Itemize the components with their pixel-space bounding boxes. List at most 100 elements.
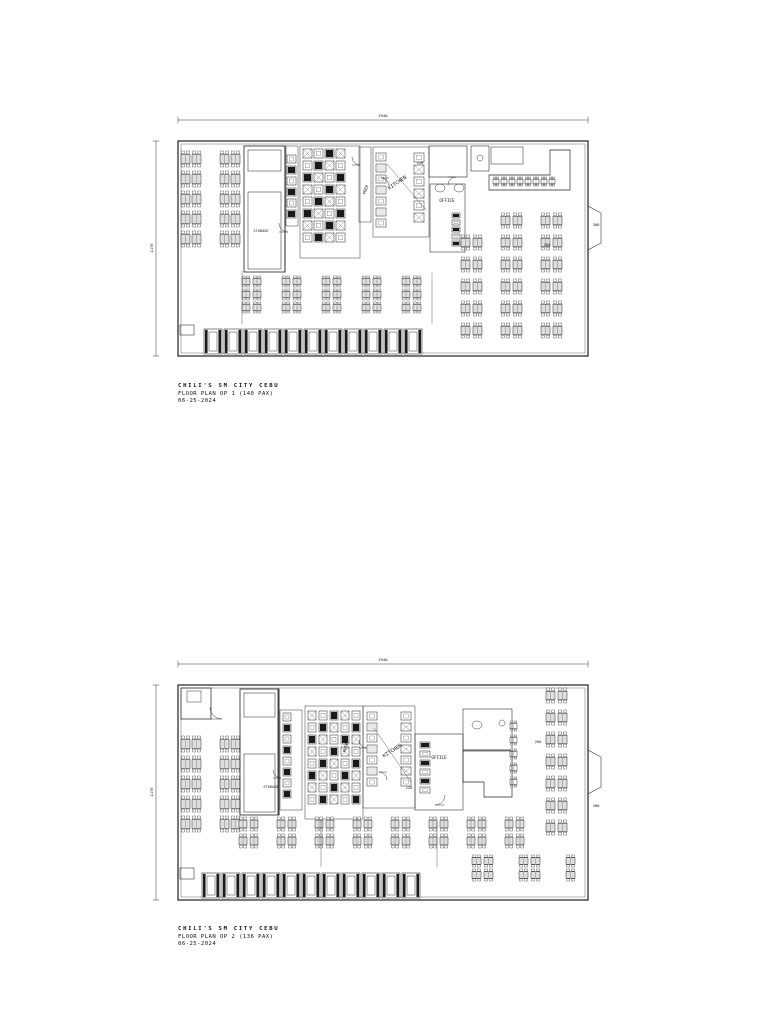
project-title: CHILI'S SM CITY CEBU — [178, 383, 280, 389]
chair-icon — [509, 828, 513, 832]
equipment-box — [329, 734, 339, 745]
kitchen-equipment-icon — [419, 750, 431, 758]
chair-icon — [192, 748, 196, 753]
chair-icon — [282, 297, 286, 301]
chair-icon — [239, 816, 243, 820]
chair-icon — [513, 757, 517, 760]
chair-icon — [528, 176, 531, 179]
table-set-icon — [191, 735, 202, 753]
chair-icon — [277, 833, 281, 837]
chair-icon — [413, 310, 417, 314]
chair-icon — [471, 833, 475, 837]
equipment-box — [375, 196, 387, 206]
equipment-inner-box — [369, 735, 375, 741]
chair-icon — [558, 322, 562, 326]
chair-icon — [558, 700, 562, 704]
chair-icon — [501, 234, 505, 238]
equipment-inner-box — [320, 785, 326, 790]
chair-icon — [220, 735, 224, 740]
equipment-cross-line — [400, 766, 412, 776]
kitchen-zone — [299, 145, 361, 259]
kitchen-center-zone — [372, 146, 430, 238]
equipment-cross-line — [318, 770, 328, 781]
table-set-icon — [483, 854, 494, 868]
door-swing-icon — [272, 769, 282, 779]
booth-back — [396, 873, 400, 898]
chair-icon — [315, 833, 319, 837]
chair-icon — [330, 833, 334, 837]
equipment-fill — [452, 227, 460, 232]
table-set-icon — [363, 833, 373, 849]
chair-icon — [330, 828, 334, 832]
booth-table — [308, 331, 318, 352]
table-set-icon — [230, 170, 241, 188]
booth-icon — [283, 328, 303, 355]
table-set-icon — [500, 234, 511, 251]
table-set-icon — [512, 322, 523, 339]
kitchen-equipment-icon — [451, 240, 461, 247]
chair-icon — [417, 275, 421, 279]
chair-icon — [250, 833, 254, 837]
booth-back — [344, 329, 348, 354]
equipment-fill — [452, 241, 460, 246]
table-set-icon — [428, 833, 438, 849]
equipment-cross-line — [413, 164, 425, 175]
chair-icon — [395, 816, 399, 820]
chair-icon — [225, 210, 229, 215]
equipment-box — [313, 220, 324, 231]
chair-icon — [236, 748, 240, 753]
kitchen-equipment-icon — [351, 770, 361, 781]
chair-icon — [330, 816, 334, 820]
table-set-icon — [439, 816, 449, 832]
chair-icon — [197, 230, 201, 235]
chair-icon — [533, 176, 536, 179]
chair-icon — [541, 247, 545, 251]
bar-counter — [488, 149, 571, 191]
chair-icon — [236, 190, 240, 195]
kitchen-equipment-icon — [307, 734, 317, 745]
chair-icon — [536, 854, 540, 858]
chair-icon — [181, 223, 185, 228]
chair-icon — [186, 170, 190, 175]
chair-icon — [563, 687, 567, 691]
equipment-inner-box — [353, 713, 359, 718]
equipment-inner-box — [403, 757, 409, 763]
equipment-box — [419, 786, 431, 794]
chair-icon — [473, 291, 477, 295]
chair-icon — [395, 828, 399, 832]
chair-icon — [197, 203, 201, 208]
table-set-icon — [412, 288, 422, 301]
table-set-icon — [230, 230, 241, 248]
equipment-box — [451, 219, 461, 226]
chair-icon — [505, 833, 509, 837]
chair-icon — [197, 183, 201, 188]
chair-icon — [473, 269, 477, 273]
table-set-icon — [230, 210, 241, 228]
kitchen-equipment-icon — [313, 172, 324, 183]
chair-icon — [353, 816, 357, 820]
chair-icon — [225, 755, 229, 760]
chair-icon — [322, 275, 326, 279]
chair-icon — [181, 768, 185, 773]
chair-icon — [254, 816, 258, 820]
chair-icon — [242, 284, 246, 288]
chair-icon — [541, 269, 545, 273]
chair-icon — [362, 310, 366, 314]
table-set-icon — [372, 275, 382, 288]
chair-icon — [477, 864, 481, 868]
table-set-icon — [321, 275, 331, 288]
equipment-box — [282, 712, 292, 722]
chair-icon — [181, 755, 185, 760]
table-set-icon — [180, 815, 191, 833]
chair-icon — [282, 288, 286, 292]
chair-icon — [477, 868, 481, 872]
chair-icon — [563, 810, 567, 814]
chair-icon — [546, 819, 550, 823]
equipment-fill — [341, 771, 349, 780]
booth-frame — [303, 328, 323, 355]
chair-icon — [520, 845, 524, 849]
chair-icon — [373, 275, 377, 279]
chair-icon — [326, 301, 330, 305]
kitchen-equipment-icon — [282, 789, 292, 799]
chair-icon — [501, 176, 504, 179]
